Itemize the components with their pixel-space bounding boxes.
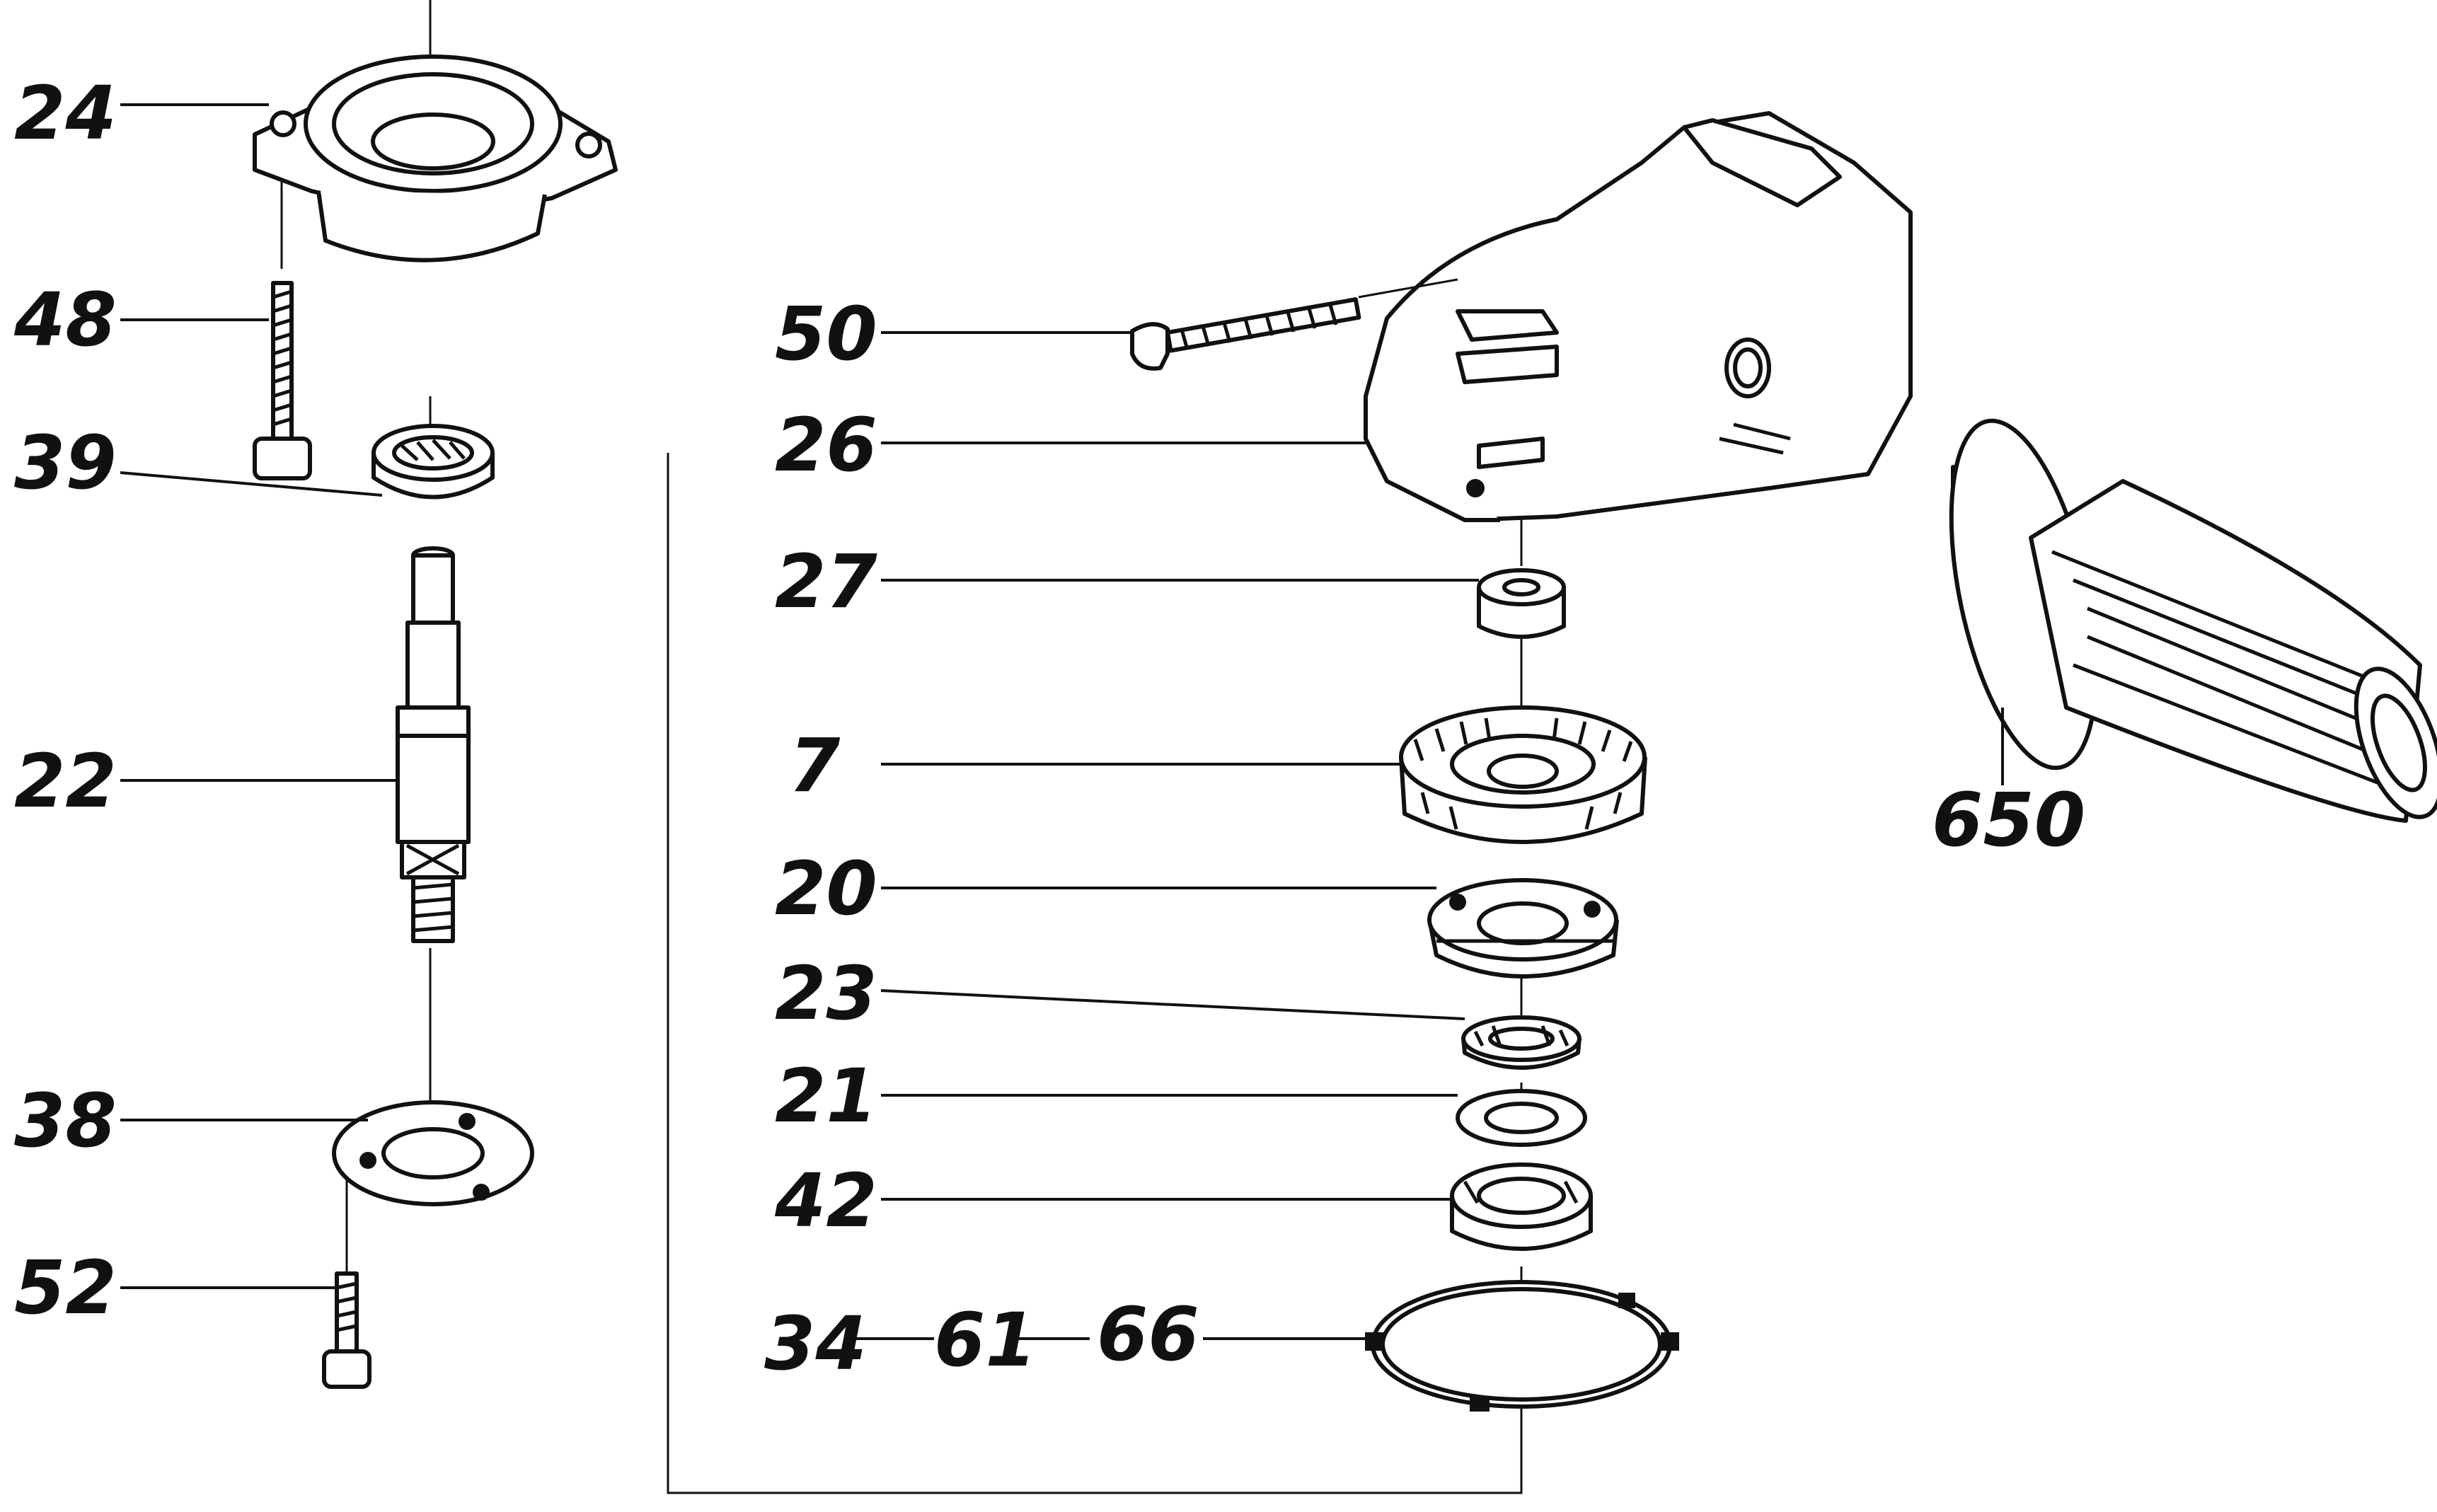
gear-housing-part-26 <box>1364 111 1913 522</box>
callout-34: 34 <box>764 1300 867 1387</box>
callout-24: 24 <box>14 70 117 156</box>
flange-part-24 <box>253 54 618 262</box>
callout-39: 39 <box>14 420 117 506</box>
leader-23 <box>880 989 1465 1020</box>
bevel-gear-part-7 <box>1399 705 1647 844</box>
callout-22: 22 <box>14 738 117 824</box>
retaining-ring-part-66 <box>1365 1280 1679 1412</box>
plate-part-38 <box>332 1100 534 1206</box>
callout-7: 7 <box>789 722 841 809</box>
ball-bearing-part-42 <box>1450 1162 1593 1251</box>
callout-26: 26 <box>775 402 877 488</box>
callout-23: 23 <box>775 950 877 1037</box>
middle-assembly <box>667 111 1913 1494</box>
callout-21: 21 <box>775 1053 877 1139</box>
bearing-cap-part-20 <box>1427 878 1619 979</box>
bearing-part-39 <box>371 424 495 500</box>
callout-38: 38 <box>14 1078 117 1164</box>
callout-61: 61 <box>934 1297 1037 1383</box>
callout-48: 48 <box>13 277 117 363</box>
needle-bearing-part-23 <box>1461 1015 1582 1070</box>
callout-20: 20 <box>775 846 877 932</box>
callout-50: 50 <box>775 291 877 377</box>
callout-42: 42 <box>774 1158 877 1244</box>
screw-part-48 <box>253 281 312 480</box>
screw-part-52 <box>322 1271 371 1389</box>
leader-39 <box>120 471 383 497</box>
screw50-axis-line <box>1358 278 1458 299</box>
callout-labels: 24 48 39 22 38 52 50 26 27 7 20 23 21 42… <box>13 70 2085 1387</box>
callout-66: 66 <box>1097 1291 1199 1378</box>
washer-part-21 <box>1456 1089 1587 1147</box>
bushing-part-27 <box>1477 568 1566 639</box>
left-assembly <box>120 0 618 1389</box>
side-handle-part-650 <box>1949 418 2437 823</box>
callout-52: 52 <box>14 1245 117 1331</box>
long-screw-part-50 <box>1130 278 1458 371</box>
callout-27: 27 <box>775 538 877 625</box>
callout-650: 650 <box>1932 777 2085 863</box>
spindle-part-22 <box>396 546 471 943</box>
